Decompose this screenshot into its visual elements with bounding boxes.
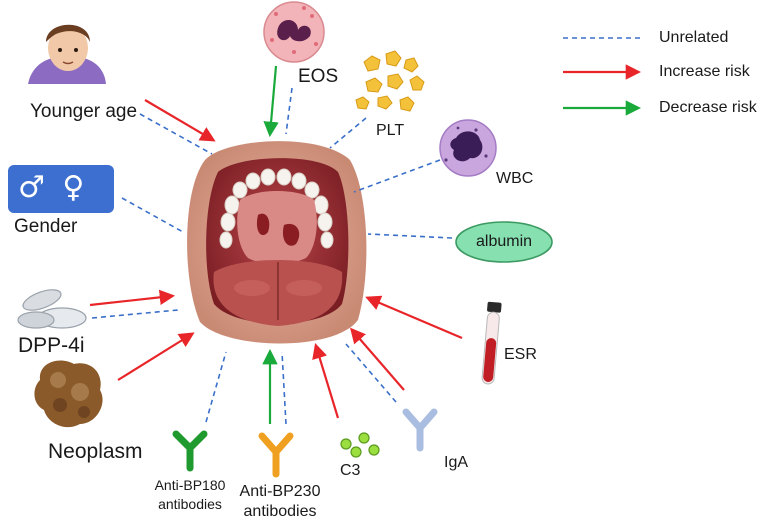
connections	[89, 65, 463, 425]
tumor-icon	[34, 360, 103, 428]
boy-avatar-icon	[28, 24, 106, 84]
eosinophil-icon	[263, 1, 325, 63]
iga-antibody-icon	[402, 408, 438, 452]
eos-decrease-arrow	[263, 65, 279, 138]
legend	[563, 37, 642, 116]
albumin-unrelated-line	[367, 233, 453, 239]
plt-label: PLT	[376, 122, 405, 139]
younger-age-label: Younger age	[30, 101, 138, 122]
anti-bp230-antibody-icon	[258, 432, 294, 478]
open-mouth-illustration	[187, 141, 367, 344]
anti-bp230-unrelated-line	[281, 351, 287, 425]
eos-label: EOS	[298, 66, 339, 87]
younger-age-unrelated-line	[139, 113, 213, 155]
iga-unrelated-line	[345, 343, 397, 403]
gender-unrelated-line	[121, 197, 184, 233]
iga-increase-arrow	[349, 327, 405, 391]
dpp4i-label: DPP-4i	[18, 334, 85, 357]
legend-decrease-label: Decrease risk	[659, 99, 757, 116]
neoplasm-increase-arrow	[117, 332, 195, 381]
legend-increase-label: Increase risk	[659, 63, 750, 80]
iga-label: IgA	[444, 454, 469, 471]
gender-label: Gender	[14, 216, 78, 237]
anti-bp180-label: Anti-BP180 antibodies	[154, 477, 226, 512]
esr-label: ESR	[504, 346, 537, 363]
albumin-label: albumin	[475, 233, 533, 250]
test-tube-icon	[481, 301, 502, 385]
dpp4i-unrelated-line	[91, 309, 179, 319]
albumin-oval	[455, 221, 553, 263]
dpp4i-increase-arrow	[89, 289, 176, 307]
eos-unrelated-line	[285, 87, 293, 135]
c3-label: C3	[340, 462, 361, 479]
anti-bp230-label: Anti-BP230 antibodies	[239, 483, 321, 520]
neoplasm-label: Neoplasm	[48, 440, 143, 463]
plt-unrelated-line	[329, 117, 367, 149]
esr-increase-arrow	[365, 295, 463, 340]
wbc-unrelated-line	[353, 159, 441, 193]
legend-unrelated-label: Unrelated	[659, 29, 729, 46]
oral-lesion-left	[256, 213, 270, 236]
oral-lesion-right	[282, 223, 300, 246]
upper-teeth	[219, 168, 334, 249]
younger-age-increase-arrow	[144, 99, 216, 142]
gender-icon-box	[8, 165, 114, 213]
gender-symbols: ♂ ♀	[18, 170, 89, 205]
white-blood-cell-icon	[439, 119, 497, 177]
wbc-label: WBC	[496, 170, 534, 187]
c3-molecule-icon	[340, 432, 380, 458]
anti-bp180-antibody-icon	[172, 430, 208, 472]
c3-increase-arrow	[312, 343, 340, 419]
anti-bp180-unrelated-line	[205, 351, 227, 423]
platelets-icon	[355, 50, 425, 112]
pill-tablets-icon	[17, 289, 87, 329]
palate	[237, 191, 317, 264]
